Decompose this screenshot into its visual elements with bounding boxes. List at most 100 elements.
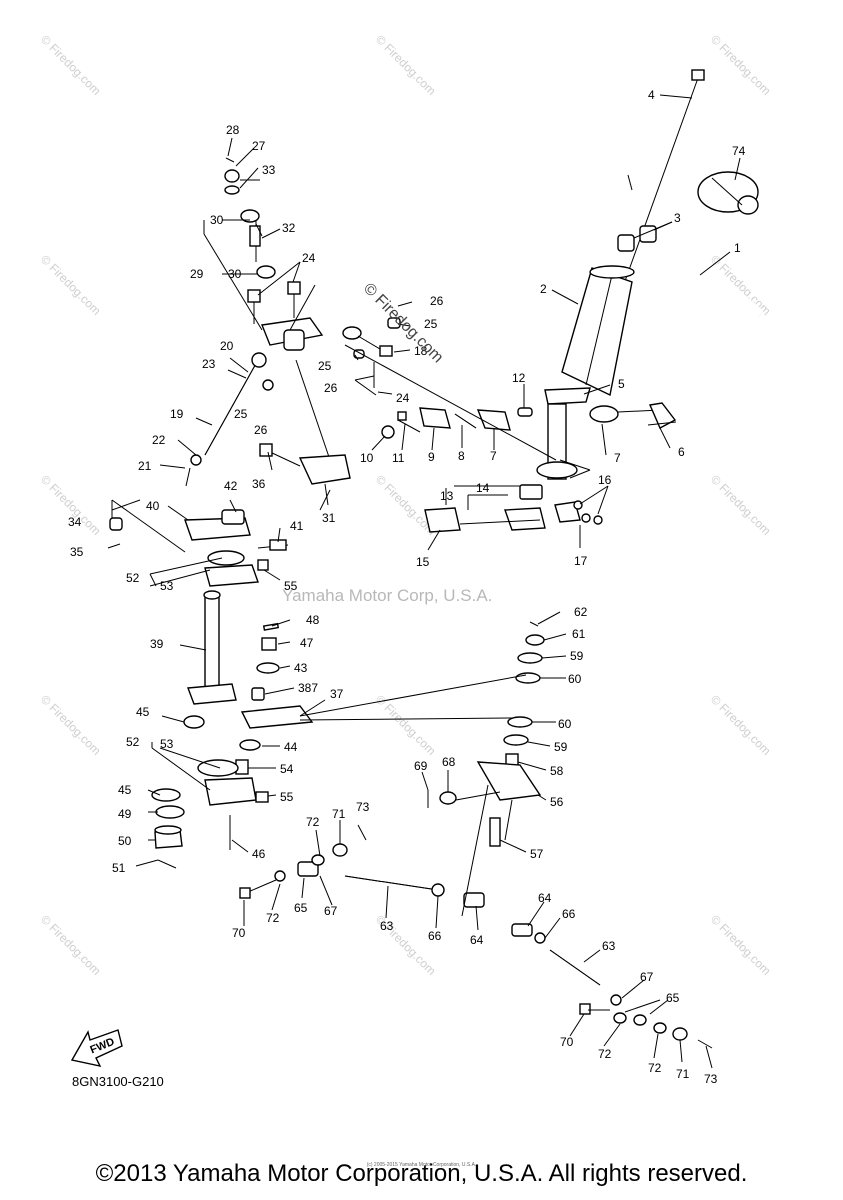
- footer-copyright: ©2013 Yamaha Motor Corporation, U.S.A. A…: [95, 1160, 748, 1187]
- callout-25b: 25: [318, 359, 332, 373]
- callout-70a: 70: [232, 926, 246, 940]
- callout-34: 34: [68, 515, 82, 529]
- column-mount-hardware: [381, 407, 533, 439]
- callout-59a: 59: [570, 649, 584, 663]
- callout-26b: 26: [324, 381, 338, 395]
- callout-63b: 63: [602, 939, 616, 953]
- callout-11: 11: [392, 451, 405, 465]
- callout-14: 14: [476, 481, 490, 495]
- callout-70b: 70: [560, 1035, 574, 1049]
- svg-text:© Firedog.com: © Firedog.com: [373, 692, 439, 758]
- callout-58: 58: [550, 764, 564, 778]
- callout-59b: 59: [554, 740, 568, 754]
- diagram-code: 8GN3100-G210: [72, 1074, 164, 1089]
- tie-rod-right: [511, 923, 713, 1049]
- callout-72b: 72: [306, 815, 320, 829]
- svg-text:© Firedog.com: © Firedog.com: [708, 32, 774, 98]
- callout-49: 49: [118, 807, 132, 821]
- callout-50: 50: [118, 834, 132, 848]
- svg-text:© Firedog.com: © Firedog.com: [708, 472, 774, 538]
- callout-12: 12: [512, 371, 526, 385]
- callout-18: 18: [414, 344, 428, 358]
- callout-51: 51: [112, 861, 126, 875]
- callout-61: 61: [572, 627, 586, 641]
- svg-text:© Firedog.com: © Firedog.com: [708, 692, 774, 758]
- callout-23: 23: [202, 357, 216, 371]
- tie-rod-left: [239, 824, 485, 908]
- handlebar-holders: [617, 225, 657, 252]
- callout-33: 33: [262, 163, 276, 177]
- callout-52b: 52: [126, 735, 140, 749]
- svg-text:© Firedog.com: © Firedog.com: [38, 32, 104, 98]
- svg-text:© Firedog.com: © Firedog.com: [38, 692, 104, 758]
- tie-rod-upper: [185, 352, 274, 487]
- steering-spindle-left: [183, 590, 237, 729]
- callout-17: 17: [574, 554, 588, 568]
- callout-65b: 65: [666, 991, 680, 1005]
- callout-3: 3: [674, 211, 681, 225]
- handlebar-bolt: [619, 69, 705, 296]
- callout-41: 41: [290, 519, 304, 533]
- callout-56: 56: [550, 795, 564, 809]
- leader-lines: [111, 94, 741, 1069]
- callout-27: 27: [252, 139, 266, 153]
- callout-43: 43: [294, 661, 308, 675]
- callout-55a: 55: [284, 579, 298, 593]
- tie-rod-end-upper: [342, 317, 401, 388]
- callout-36: 36: [252, 477, 266, 491]
- callout-72a: 72: [266, 911, 280, 925]
- callout-24a: 24: [302, 251, 316, 265]
- steering-column-cover: [561, 265, 635, 397]
- callout-39: 39: [150, 637, 164, 651]
- callout-69: 69: [414, 759, 428, 773]
- steering-column: [536, 387, 677, 480]
- svg-text:© Firedog.com: © Firedog.com: [708, 912, 774, 978]
- callout-16: 16: [598, 473, 612, 487]
- callout-60b: 60: [558, 717, 572, 731]
- callout-31: 31: [322, 511, 336, 525]
- callout-45b: 45: [118, 783, 132, 797]
- callout-53b: 53: [160, 737, 174, 751]
- callout-5: 5: [618, 377, 625, 391]
- callout-72d: 72: [648, 1061, 662, 1075]
- callout-54: 54: [280, 762, 294, 776]
- callout-9: 9: [428, 450, 435, 464]
- callout-74: 74: [732, 144, 746, 158]
- callout-67b: 67: [640, 970, 654, 984]
- callout-labels: 1 2 3 4 5 6 7 7 8 9 10 11 12 13 14 15 16…: [68, 88, 746, 1086]
- callout-37: 37: [330, 687, 344, 701]
- callout-62: 62: [574, 605, 588, 619]
- callout-73b: 73: [704, 1072, 718, 1086]
- callout-1: 1: [734, 241, 741, 255]
- callout-7b: 7: [614, 451, 621, 465]
- fwd-arrow-icon: FWD: [70, 1029, 123, 1067]
- callout-28: 28: [226, 123, 240, 137]
- callout-67a: 67: [324, 904, 338, 918]
- upper-linkage: [224, 157, 324, 351]
- callout-72c: 72: [598, 1047, 612, 1061]
- callout-53a: 53: [160, 579, 174, 593]
- steering-knuckle-left: [151, 622, 314, 869]
- callout-64b: 64: [538, 891, 552, 905]
- callout-22: 22: [152, 433, 166, 447]
- callout-40: 40: [146, 499, 160, 513]
- callout-68: 68: [442, 755, 456, 769]
- callout-64a: 64: [470, 933, 484, 947]
- watermark-center: Yamaha Motor Corp, U.S.A.: [282, 586, 493, 605]
- svg-text:© Firedog.com: © Firedog.com: [373, 32, 439, 98]
- steering-spindle-right: [427, 621, 545, 847]
- callout-35: 35: [70, 545, 84, 559]
- callout-13: 13: [440, 489, 454, 503]
- callout-25c: 25: [424, 317, 438, 331]
- svg-text:© Firedog.com: © Firedog.com: [38, 912, 104, 978]
- callout-26c: 26: [430, 294, 444, 308]
- callout-65a: 65: [294, 901, 308, 915]
- handlebar-pad: [697, 171, 759, 215]
- callout-73a: 73: [356, 800, 370, 814]
- callout-30a: 30: [210, 213, 224, 227]
- handlebar: [514, 176, 764, 320]
- callout-4: 4: [648, 88, 655, 102]
- callout-8: 8: [458, 449, 465, 463]
- callout-29: 29: [190, 267, 204, 281]
